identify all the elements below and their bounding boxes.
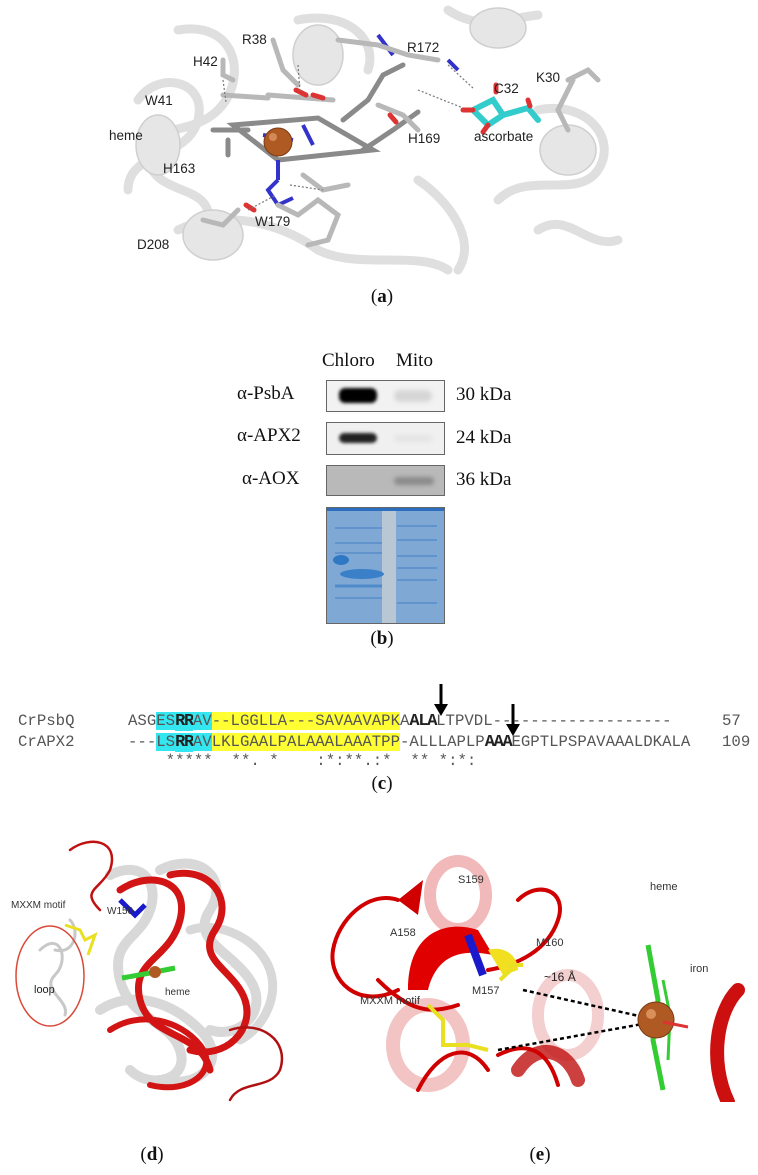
sequence-segment: LKLGAALPALAAALAAATPP [211,733,400,751]
sequence-segment: A [400,712,410,730]
caption-a: (a) [370,286,394,307]
sequence-segment: AAA [484,733,513,752]
band-psba-mito [394,390,432,402]
label-h163: H163 [163,161,196,176]
antibody-label-psba: α-PsbA [237,383,295,404]
alignment-name-crpsbq: CrPsbQ [18,712,75,730]
caption-b: (b) [370,628,394,649]
label-loop: loop [34,984,55,996]
label-h42: H42 [193,54,218,69]
sequence-segment: EGPTLPSPAVAAALDKALA [511,733,691,751]
label-heme-d: heme [165,987,191,998]
overlay-render [15,840,284,1102]
lane-label-mito: Mito [396,350,433,371]
label-m157: M157 [472,985,500,997]
label-s159: S159 [458,874,484,886]
label-r38: R38 [242,32,267,47]
alignment-consensus: ***** **. * :*:**.:* ** *:*: [128,752,477,770]
band-apx2-chloro [339,433,377,443]
alignment-seq-crpsbq: ASGESRRAV--LGGLLA---SAVAAVAPKAALALTPVDL-… [128,712,672,731]
alignment-name-crapx2: CrAPX2 [18,733,75,751]
band-psba-chloro [339,388,377,403]
gel-bands [327,508,444,604]
closeup-render [330,855,745,1109]
sequence-segment: --- [128,733,157,751]
label-c32: C32 [494,81,519,96]
lane-label-chloro: Chloro [322,350,375,371]
apx-active-site-render [118,0,650,278]
antibody-label-aox: α-AOX [242,468,300,489]
label-d208: D208 [137,237,170,252]
lane-gap [382,508,396,623]
panel-a-structure: R38 H42 R172 K30 C32 W41 heme H169 ascor… [109,0,650,278]
blot-psba [326,380,445,412]
sequence-segment: ASG [128,712,157,730]
label-heme-e: heme [650,881,678,893]
sequence-segment: RR [175,733,194,752]
label-w179: W179 [255,214,291,229]
size-label-aox: 36 kDa [456,469,512,490]
size-label-psba: 30 kDa [456,384,512,405]
size-label-apx2: 24 kDa [456,427,512,448]
label-ascorbate: ascorbate [474,129,534,144]
caption-d: (d) [140,1144,164,1165]
band-aox-mito [394,477,434,485]
sequence-segment: RR [175,712,194,731]
sequence-segment: ALA [409,712,437,731]
label-heme: heme [109,128,143,143]
caption-c: (c) [371,773,393,794]
label-k30: K30 [536,70,561,85]
band-apx2-mito [394,435,432,442]
label-w41: W41 [145,93,173,108]
panel-d-structure-overlay: MXXM motif W150 loop heme [0,830,310,1110]
label-r172: R172 [407,40,440,55]
blot-apx2 [326,422,445,455]
coomassie-gel [326,507,445,624]
label-h169: H169 [408,131,441,146]
sequence-segment: ES [156,712,176,730]
caption-e: (e) [529,1144,551,1165]
cleavage-arrow-psbq [434,684,448,716]
antibody-label-apx2: α-APX2 [237,425,301,446]
label-mxxm-motif-e: MXXM motif [360,995,420,1007]
sequence-segment: AV [192,733,212,751]
sequence-segment: AV [192,712,212,730]
label-iron: iron [690,963,709,975]
sequence-segment: --LGGLLA---SAVAAVAPK [211,712,400,730]
label-m160: M160 [536,937,564,949]
sequence-segment: LTPVDL------------------- [436,712,672,730]
panel-e-mxxm-closeup: S159 heme A158 M160 iron ~16 Å MXXM moti… [318,840,748,1109]
cleavage-arrow-apx2 [506,704,520,736]
sequence-segment: -ALLLAPLP [400,733,485,751]
sequence-segment: LS [156,733,176,751]
label-distance: ~16 Å [544,970,576,984]
label-mxxm-motif-d: MXXM motif [11,900,66,911]
label-w150: W150 [107,906,134,917]
alignment-end-crapx2: 109 [722,733,751,751]
blot-aox [326,465,445,496]
alignment-seq-crapx2: ---LSRRAVLKLGAALPALAAALAAATPP-ALLLAPLPAA… [128,733,690,752]
label-a158: A158 [390,927,416,939]
alignment-end-crpsbq: 57 [722,712,741,730]
cleavage-arrows [434,684,520,736]
